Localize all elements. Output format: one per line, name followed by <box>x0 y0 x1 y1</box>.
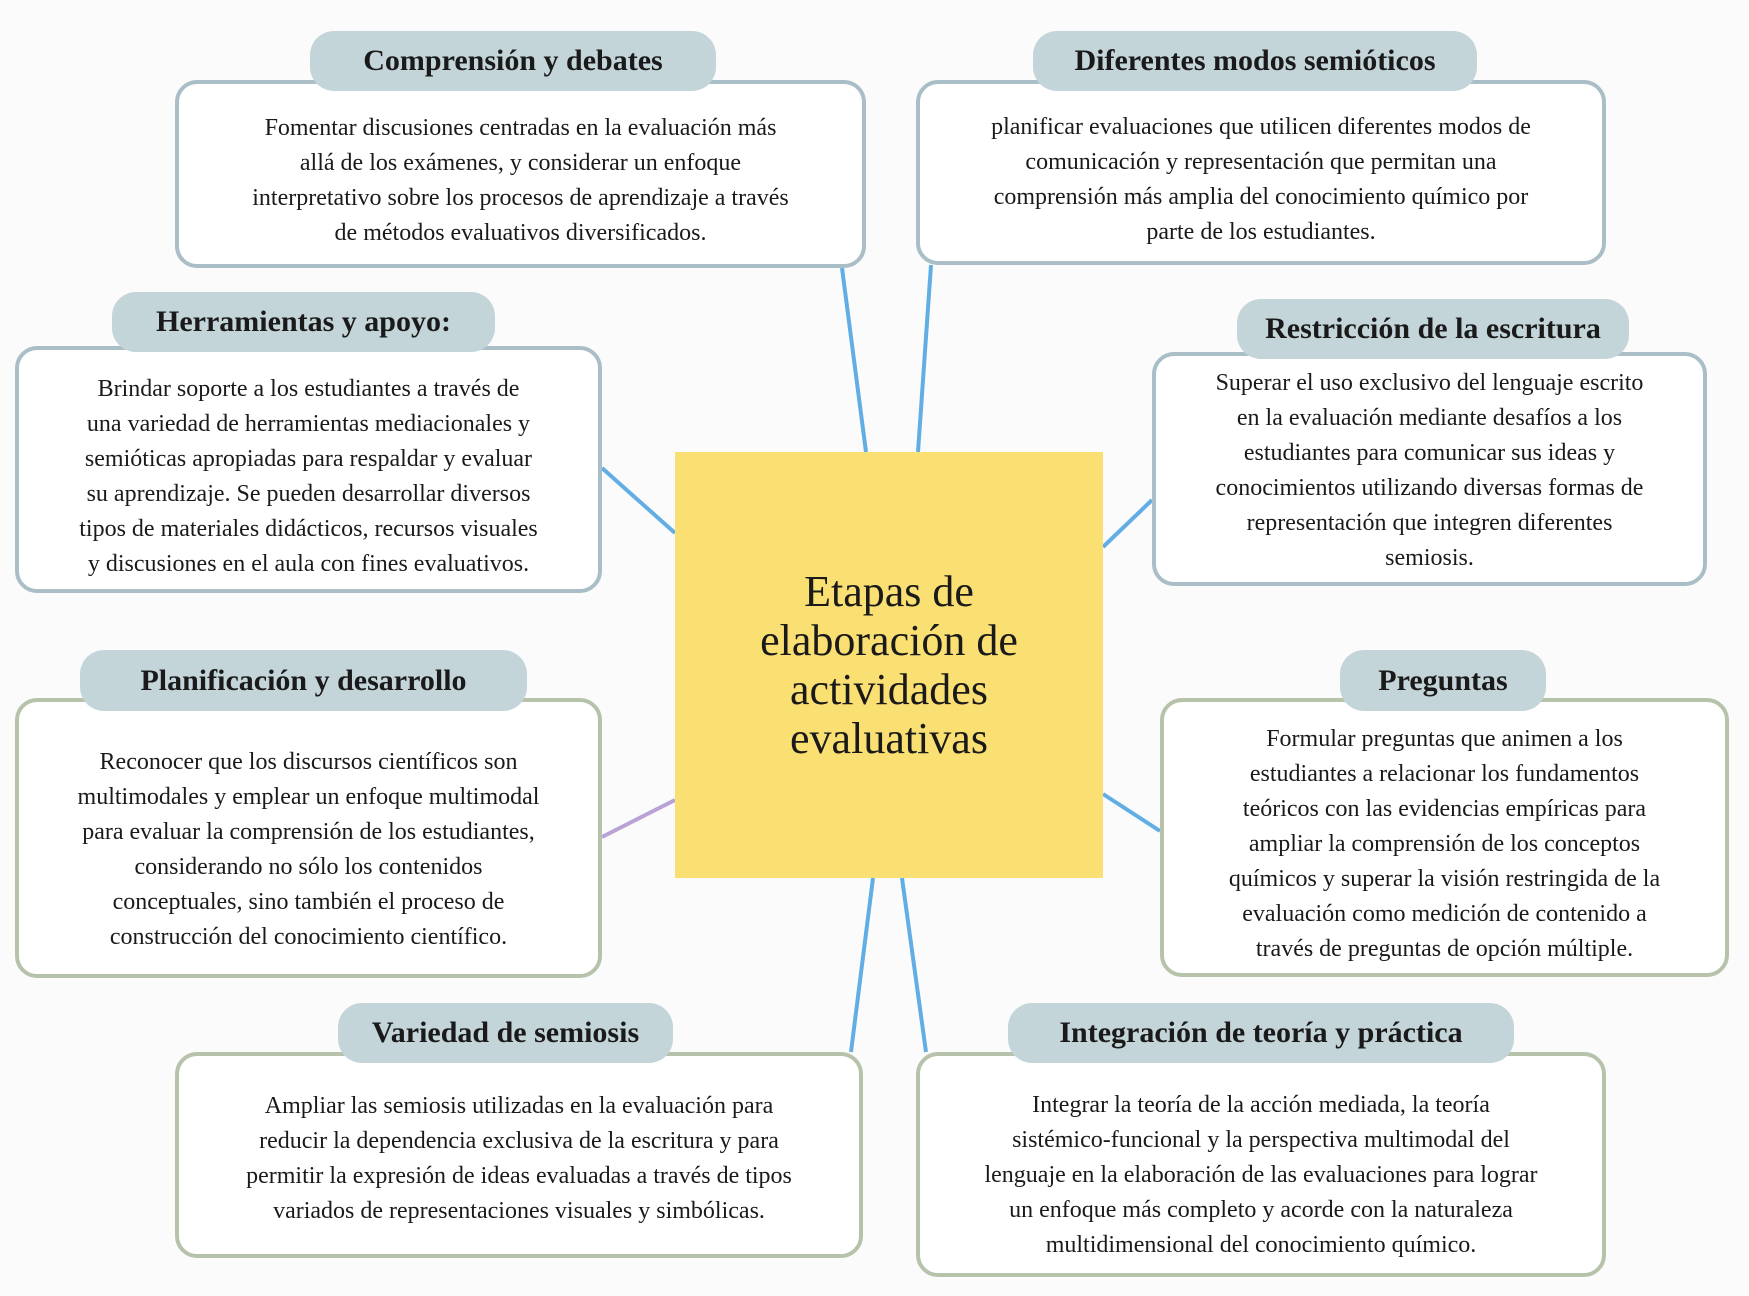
node-text-line: conocimientos utilizando diversas formas… <box>1215 475 1644 501</box>
node-comprension-title[interactable]: Comprensión y debates <box>310 31 716 91</box>
link-integracion <box>900 877 928 1053</box>
node-integracion-body[interactable]: Integrar la teoría de la acción mediada,… <box>916 1052 1606 1277</box>
node-text-line: través de preguntas de opción múltiple. <box>1255 936 1634 962</box>
node-text-line: estudiantes a relacionar los fundamentos <box>1249 761 1640 787</box>
node-text-line: parte de los estudiantes. <box>1146 218 1376 245</box>
node-preguntas-title[interactable]: Preguntas <box>1340 650 1546 711</box>
node-herramientas-body[interactable]: Brindar soporte a los estudiantes a trav… <box>15 346 602 593</box>
node-text-line: evaluación como medición de contenido a <box>1242 901 1647 927</box>
node-text-line: en la evaluación mediante desafíos a los <box>1236 405 1623 431</box>
link-preguntas <box>1101 792 1162 833</box>
node-restriccion-body[interactable]: Superar el uso exclusivo del lenguaje es… <box>1152 352 1707 586</box>
node-text-line: un enfoque más completo y acorde con la … <box>1009 1197 1513 1223</box>
node-text-line: Integrar la teoría de la acción mediada,… <box>1032 1092 1490 1118</box>
node-text-line: sistémico-funcional y la perspectiva mul… <box>1012 1127 1510 1153</box>
node-text-line: Fomentar discusiones centradas en la eva… <box>264 115 777 141</box>
node-text-line: multimodales y emplear un enfoque multim… <box>77 784 540 810</box>
node-text-line: considerando no sólo los contenidos <box>134 854 483 880</box>
node-variedad-body[interactable]: Ampliar las semiosis utilizadas en la ev… <box>175 1052 863 1258</box>
node-text-line: químicos y superar la visión restringida… <box>1228 866 1661 892</box>
node-variedad-title[interactable]: Variedad de semiosis <box>338 1003 673 1063</box>
node-planificacion-title[interactable]: Planificación y desarrollo <box>80 650 527 711</box>
node-text-line: conceptuales, sino también el proceso de <box>112 889 505 915</box>
node-preguntas-body[interactable]: Formular preguntas que animen a los estud… <box>1160 698 1729 977</box>
node-text-line: lenguaje en la elaboración de las evalua… <box>984 1162 1538 1188</box>
node-text-line: Reconocer que los discursos científicos … <box>99 749 518 775</box>
node-text-line: Formular preguntas que animen a los <box>1266 726 1623 752</box>
node-text-line: allá de los exámenes, y considerar un en… <box>299 150 742 176</box>
node-text-line: su aprendizaje. Se pueden desarrollar di… <box>86 480 531 507</box>
central-topic-line: elaboración de <box>760 616 1018 665</box>
node-planificacion-body[interactable]: Reconocer que los discursos científicos … <box>15 698 602 978</box>
node-text-line: Superar el uso exclusivo del lenguaje es… <box>1215 370 1644 396</box>
link-planificacion <box>601 798 676 839</box>
link-comprension <box>840 267 868 453</box>
node-restriccion-title[interactable]: Restricción de la escritura <box>1237 299 1629 359</box>
node-text-line: tipos de materiales didácticos, recursos… <box>79 515 538 542</box>
node-text-line: Brindar soporte a los estudiantes a trav… <box>97 375 520 402</box>
node-text-line: estudiantes para comunicar sus ideas y <box>1243 440 1616 466</box>
node-text-line: ampliar la comprensión de los conceptos <box>1248 831 1641 857</box>
node-text-line: semióticas apropiadas para respaldar y e… <box>84 445 533 472</box>
node-text-line: y discusiones en el aula con fines evalu… <box>87 550 530 577</box>
node-diferentes-body[interactable]: planificar evaluaciones que utilicen dif… <box>916 80 1606 265</box>
node-text-line: construcción del conocimiento científico… <box>109 924 508 950</box>
link-restriccion <box>1101 498 1154 549</box>
node-text-line: comprensión más amplia del conocimiento … <box>993 183 1529 210</box>
central-topic-line: evaluativas <box>790 714 988 763</box>
central-topic-line: Etapas de <box>804 567 974 616</box>
node-text-line: representación que integren diferentes <box>1246 510 1613 536</box>
central-topic[interactable]: Etapas de elaboración de actividades eva… <box>675 452 1103 878</box>
node-text-line: reducir la dependencia exclusiva de la e… <box>259 1128 779 1154</box>
link-variedad <box>849 877 875 1053</box>
link-diferentes <box>916 264 933 453</box>
node-text-line: semiosis. <box>1385 545 1474 571</box>
link-herramientas <box>600 466 677 535</box>
node-text-line: de métodos evaluativos diversificados. <box>334 220 707 246</box>
node-comprension-body[interactable]: Fomentar discusiones centradas en la eva… <box>175 80 866 268</box>
node-text-line: comunicación y representación que permit… <box>1025 148 1497 175</box>
node-text-line: interpretativo sobre los procesos de apr… <box>252 185 789 211</box>
node-text-line: planificar evaluaciones que utilicen dif… <box>991 113 1531 140</box>
node-integracion-title[interactable]: Integración de teoría y práctica <box>1008 1003 1514 1063</box>
node-text-line: permitir la expresión de ideas evaluadas… <box>246 1163 792 1189</box>
node-text-line: multidimensional del conocimiento químic… <box>1045 1232 1477 1258</box>
central-topic-line: actividades <box>790 665 988 714</box>
node-text-line: para evaluar la comprensión de los estud… <box>82 819 535 845</box>
node-text-line: una variedad de herramientas mediacional… <box>86 410 531 437</box>
node-text-line: variados de representaciones visuales y … <box>273 1198 765 1224</box>
node-text-line: Ampliar las semiosis utilizadas en la ev… <box>264 1093 774 1119</box>
node-herramientas-title[interactable]: Herramientas y apoyo: <box>112 292 495 352</box>
node-diferentes-title[interactable]: Diferentes modos semióticos <box>1033 31 1477 91</box>
node-text-line: teóricos con las evidencias empíricas pa… <box>1242 796 1647 822</box>
